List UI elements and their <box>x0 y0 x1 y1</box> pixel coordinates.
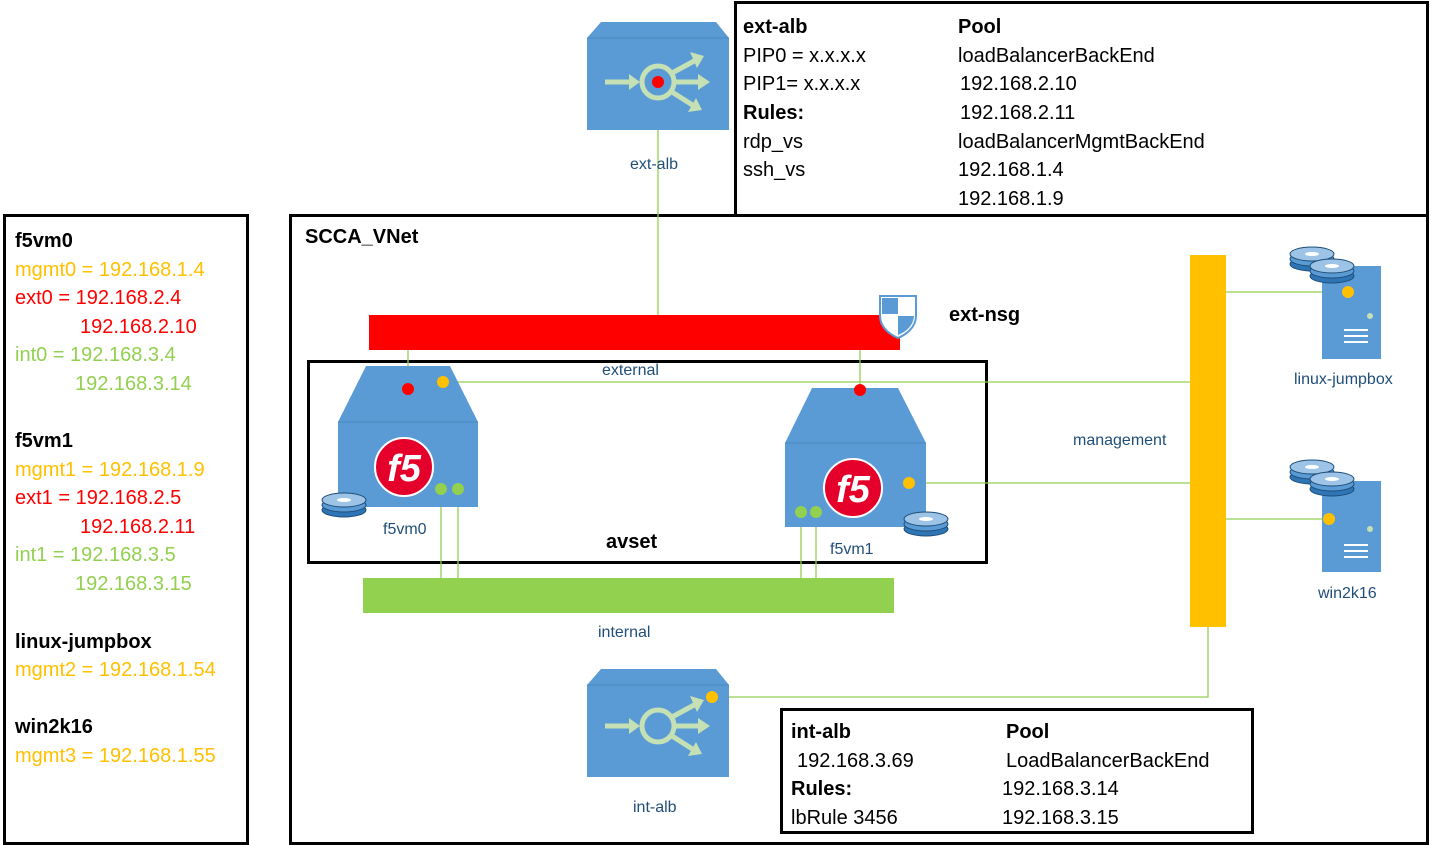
f5vm0-mgmt: mgmt0 = 192.168.1.4 <box>15 259 205 281</box>
int-alb-rule: lbRule 3456 <box>791 807 898 829</box>
f5vm1-int: int1 = 192.168.3.5 <box>15 544 176 566</box>
f5vm0-int: int0 = 192.168.3.4 <box>15 344 176 366</box>
ext-alb-pool-backend-ip2: 192.168.2.11 <box>960 102 1076 124</box>
f5vm0-device: f5 <box>321 366 478 518</box>
f5vm0-ext-nic <box>402 383 414 395</box>
f5vm0-logo-text: f5 <box>387 448 422 490</box>
disk-stack-icon <box>903 511 949 537</box>
int-alb-ip: 192.168.3.69 <box>797 750 914 772</box>
f5vm0-int-nic-b <box>452 483 464 495</box>
ext-alb-pool-backend-ip1: 192.168.2.10 <box>960 73 1077 95</box>
ext-alb-info-table: ext-alb PIP0 = x.x.x.x PIP1= x.x.x.x Rul… <box>734 1 1429 217</box>
f5vm1-ext: ext1 = 192.168.2.5 <box>15 487 182 509</box>
f5vm0-int-nic-a <box>435 483 447 495</box>
nsg-shield-icon <box>879 295 917 340</box>
f5vm1-mgmt: mgmt1 = 192.168.1.9 <box>15 459 205 481</box>
f5vm0-label: f5vm0 <box>383 521 427 538</box>
management-label: management <box>1073 432 1167 449</box>
jumpbox-mgmt-nic <box>1342 286 1354 298</box>
ext-alb-pool-backend: loadBalancerBackEnd <box>958 45 1155 67</box>
f5vm1-title: f5vm1 <box>15 430 73 452</box>
f5-logo-icon: f5 <box>823 458 883 518</box>
int-alb-icon <box>587 669 729 777</box>
f5vm1-ext-secondary: 192.168.2.11 <box>80 516 196 538</box>
ext-alb-rules-header: Rules: <box>743 102 805 124</box>
int-alb-table-title: int-alb <box>791 721 851 743</box>
jumpbox-mgmt: mgmt2 = 192.168.1.54 <box>15 659 216 681</box>
vnet-label: SCCA_VNet <box>305 226 419 248</box>
disk-stack-icon <box>321 492 367 518</box>
avset-label: avset <box>606 531 658 553</box>
int-alb-pool-ip2: 192.168.3.15 <box>1002 807 1119 829</box>
f5vm1-int-nic-a <box>795 506 807 518</box>
win2k16-label: win2k16 <box>1318 585 1377 602</box>
f5vm1-int-secondary: 192.168.3.15 <box>75 573 192 595</box>
int-alb-info-table: int-alb 192.168.3.69 Rules: lbRule 3456 … <box>780 708 1254 834</box>
f5vm0-int-secondary: 192.168.3.14 <box>75 373 192 395</box>
ext-alb-pool-mgmt: loadBalancerMgmtBackEnd <box>958 131 1205 153</box>
ext-alb-pool-mgmt-ip2: 192.168.1.9 <box>958 188 1064 210</box>
int-alb-label: int-alb <box>633 799 677 816</box>
ext-alb-pip0: PIP0 = x.x.x.x <box>743 45 866 67</box>
connection-lines <box>407 90 1348 698</box>
f5-logo-icon: f5 <box>374 437 434 497</box>
avset-container <box>307 360 988 564</box>
f5vm1-logo-text: f5 <box>836 469 871 511</box>
f5vm1-device: f5 <box>785 384 949 537</box>
ext-alb-table-title: ext-alb <box>743 16 808 38</box>
f5vm1-mgmt-nic <box>903 477 915 489</box>
ext-alb-icon <box>587 22 729 130</box>
ext-alb-label: ext-alb <box>630 156 679 173</box>
disk-stack-icon <box>1289 459 1355 497</box>
win-mgmt-nic <box>1323 513 1335 525</box>
disk-stack-icon <box>1289 246 1355 284</box>
ext-alb-pip1: PIP1= x.x.x.x <box>743 73 861 95</box>
ext-alb-rule-ssh: ssh_vs <box>743 159 806 181</box>
linux-jumpbox-server <box>1289 246 1381 359</box>
internal-subnet-bar <box>363 578 894 613</box>
win2k16-server <box>1289 459 1381 572</box>
f5vm0-ext: ext0 = 192.168.2.4 <box>15 287 182 309</box>
external-label: external <box>602 362 659 379</box>
internal-label: internal <box>598 624 651 641</box>
ext-alb-rule-rdp: rdp_vs <box>743 131 804 153</box>
ext-nsg-label: ext-nsg <box>949 304 1021 326</box>
f5vm0-mgmt-nic <box>437 376 449 388</box>
f5vm1-ext-nic <box>854 384 866 396</box>
f5vm0-title: f5vm0 <box>15 230 73 252</box>
int-alb-pool-backend: LoadBalancerBackEnd <box>1006 750 1210 772</box>
f5vm1-label: f5vm1 <box>830 541 874 558</box>
int-alb-rules-header: Rules: <box>791 778 853 800</box>
int-alb-pool-ip1: 192.168.3.14 <box>1002 778 1119 800</box>
management-subnet-bar <box>1190 255 1226 627</box>
int-alb-mgmt-link <box>712 627 1209 698</box>
f5vm1-int-nic-b <box>810 506 822 518</box>
ext-alb-pool-mgmt-ip1: 192.168.1.4 <box>958 159 1064 181</box>
external-subnet-bar <box>369 315 900 350</box>
win-title: win2k16 <box>15 716 93 738</box>
win-mgmt: mgmt3 = 192.168.1.55 <box>15 745 216 767</box>
f5vm0-ext-secondary: 192.168.2.10 <box>80 316 197 338</box>
jumpbox-title: linux-jumpbox <box>15 631 152 653</box>
host-info-panel: f5vm0 mgmt0 = 192.168.1.4 ext0 = 192.168… <box>3 214 249 845</box>
linux-jumpbox-label: linux-jumpbox <box>1294 371 1393 388</box>
ext-alb-pool-header: Pool <box>958 16 1002 38</box>
int-alb-pool-header: Pool <box>1006 721 1050 743</box>
